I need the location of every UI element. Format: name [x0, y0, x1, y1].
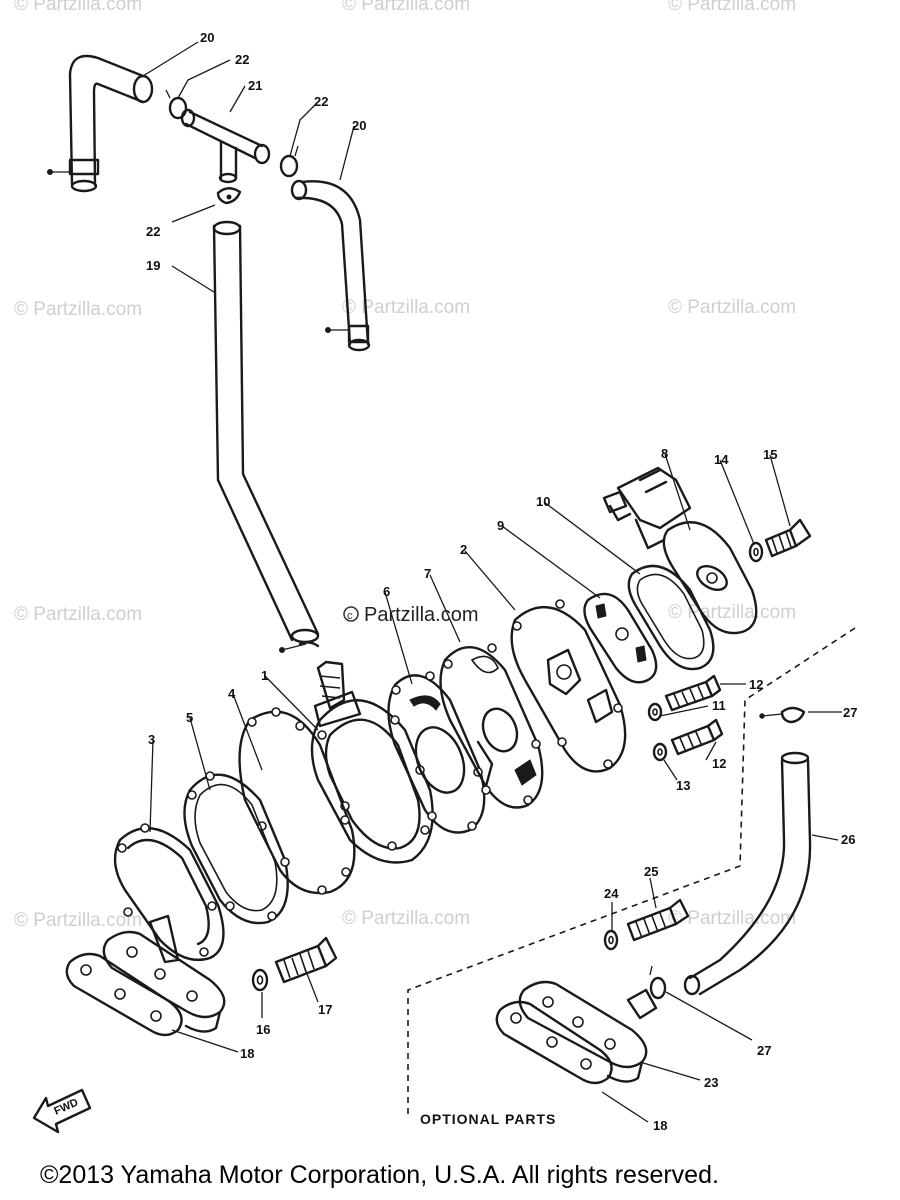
- hose-20-upper-right: [290, 179, 371, 352]
- center-watermark: c Partzilla.com: [343, 604, 478, 626]
- callout-24: 24: [604, 886, 619, 901]
- washer-24: [603, 929, 619, 951]
- washer-11: [647, 702, 663, 722]
- watermark-top-center: © Partzilla.com: [342, 0, 470, 15]
- screw-12-upper: [664, 674, 722, 712]
- t-joint-21: [180, 108, 271, 184]
- callout-1: 1: [261, 668, 268, 683]
- gasket-7: [439, 643, 544, 809]
- diaphragm-9: [583, 592, 658, 684]
- callout-22-upper: 22: [235, 52, 249, 67]
- cover-2: [510, 599, 627, 773]
- hose-19: [212, 220, 320, 653]
- watermark-row2-center: © Partzilla.com: [342, 297, 470, 318]
- callout-5: 5: [186, 710, 193, 725]
- screw-15: [764, 518, 812, 558]
- watermark-top-right: © Partzilla.com: [668, 0, 796, 15]
- gasket-18-right: [495, 1000, 613, 1085]
- gasket-5: [183, 771, 290, 925]
- callout-23: 23: [704, 1075, 718, 1090]
- clip-27-upper: [759, 706, 806, 724]
- gasket-18-left: [65, 952, 183, 1037]
- gasket-10: [627, 564, 715, 671]
- callout-16: 16: [256, 1022, 270, 1037]
- watermark-row3-right: © Partzilla.com: [668, 602, 796, 623]
- clip-22-b: [279, 145, 299, 178]
- callout-14: 14: [714, 452, 729, 467]
- leader-lines: [142, 41, 842, 1123]
- callout-27-lower: 27: [757, 1043, 771, 1058]
- screw-25: [626, 898, 690, 942]
- callout-19: 19: [146, 258, 160, 273]
- washer-14: [748, 541, 764, 563]
- callout-18-right: 18: [653, 1118, 667, 1133]
- callout-12-upper: 12: [749, 677, 763, 692]
- callout-4: 4: [228, 686, 236, 701]
- diaphragm-4: [238, 707, 356, 895]
- callout-22-lower: 22: [146, 224, 160, 239]
- callout-10: 10: [536, 494, 550, 509]
- cover-3: [113, 823, 225, 964]
- washer-13: [652, 742, 668, 762]
- watermark-row3-left: © Partzilla.com: [14, 604, 142, 625]
- callout-3: 3: [148, 732, 155, 747]
- watermark-row2-left: © Partzilla.com: [14, 299, 142, 320]
- hose-26: [683, 751, 812, 996]
- watermark-row4-right: © Partzilla.com: [668, 908, 796, 929]
- callout-9: 9: [497, 518, 504, 533]
- spacer-block-left: [102, 930, 226, 1033]
- callout-13: 13: [676, 778, 690, 793]
- watermark-row2-right: © Partzilla.com: [668, 297, 796, 318]
- callout-22-right: 22: [314, 94, 328, 109]
- callout-6: 6: [383, 584, 390, 599]
- callout-2: 2: [460, 542, 467, 557]
- callout-21: 21: [248, 78, 262, 93]
- optional-parts-boundary: [407, 627, 856, 1118]
- forward-arrow-icon: FWD: [32, 1088, 92, 1134]
- pump-body-1: [310, 660, 434, 864]
- screw-17: [274, 936, 338, 984]
- svg-text:c: c: [347, 610, 353, 622]
- optional-parts-label: OPTIONAL PARTS: [420, 1111, 556, 1127]
- clip-22-c: [216, 187, 242, 205]
- callout-17: 17: [318, 1002, 332, 1017]
- callout-15: 15: [763, 447, 777, 462]
- callout-20-upper-left: 20: [200, 30, 214, 45]
- callout-numbers: 20 22 21 22 20 22 19 1 4 5 3 6 7 2 9 10 …: [146, 30, 857, 1133]
- callout-20-upper-right: 20: [352, 118, 366, 133]
- copyright-footer: ©2013 Yamaha Motor Corporation, U.S.A. A…: [40, 1161, 719, 1189]
- pump-cover-8: [602, 466, 758, 635]
- callout-25: 25: [644, 864, 658, 879]
- callout-18-left: 18: [240, 1046, 254, 1061]
- watermark-row4-left: © Partzilla.com: [14, 910, 142, 931]
- callout-26: 26: [841, 832, 855, 847]
- valve-plate-6: [387, 671, 486, 834]
- callout-7: 7: [424, 566, 431, 581]
- hose-20-upper-left: [47, 54, 154, 193]
- callout-12-lower: 12: [712, 756, 726, 771]
- callout-11: 11: [712, 698, 726, 713]
- watermark-row4-center: © Partzilla.com: [342, 908, 470, 929]
- screw-12-lower: [670, 718, 724, 756]
- watermarks: © Partzilla.com © Partzilla.com © Partzi…: [14, 0, 796, 931]
- callout-27-upper: 27: [843, 705, 857, 720]
- clip-27-lower: [649, 965, 667, 1000]
- washer-16: [251, 968, 269, 992]
- callout-8: 8: [661, 446, 668, 461]
- svg-text:Partzilla.com: Partzilla.com: [364, 604, 478, 626]
- watermark-top-left: © Partzilla.com: [14, 0, 142, 15]
